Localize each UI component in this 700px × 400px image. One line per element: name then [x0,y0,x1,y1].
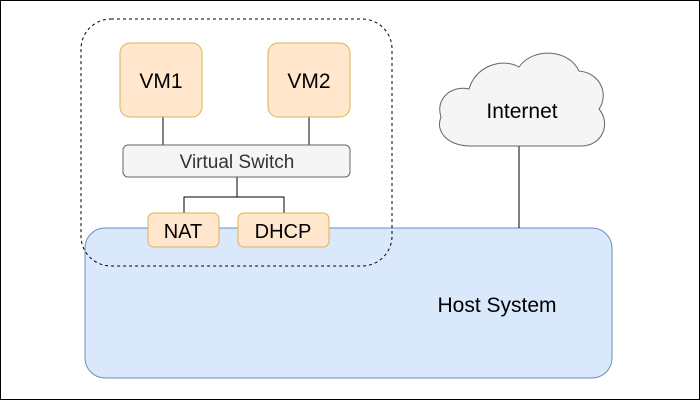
host-system-node[interactable]: Host System [84,227,613,379]
vm1-node[interactable]: VM1 [119,42,203,118]
nat-label: NAT [164,221,203,243]
dhcp-node[interactable]: DHCP [237,212,330,248]
vm2-label: VM2 [287,70,330,93]
virtual-switch-label: Virtual Switch [180,152,295,173]
nat-node[interactable]: NAT [147,212,220,248]
virtual-switch-node[interactable]: Virtual Switch [122,144,351,178]
internet-node[interactable]: Internet [439,52,606,147]
dhcp-label: DHCP [255,221,312,243]
vm2-node[interactable]: VM2 [267,42,351,118]
internet-label: Internet [486,100,557,123]
host-system-label: Host System [437,294,556,317]
connectors [162,117,520,228]
vm1-label: VM1 [139,70,182,93]
cloud-icon [439,52,606,147]
virtual-network-boundary [80,18,393,267]
switch-to-services-line [183,177,285,213]
